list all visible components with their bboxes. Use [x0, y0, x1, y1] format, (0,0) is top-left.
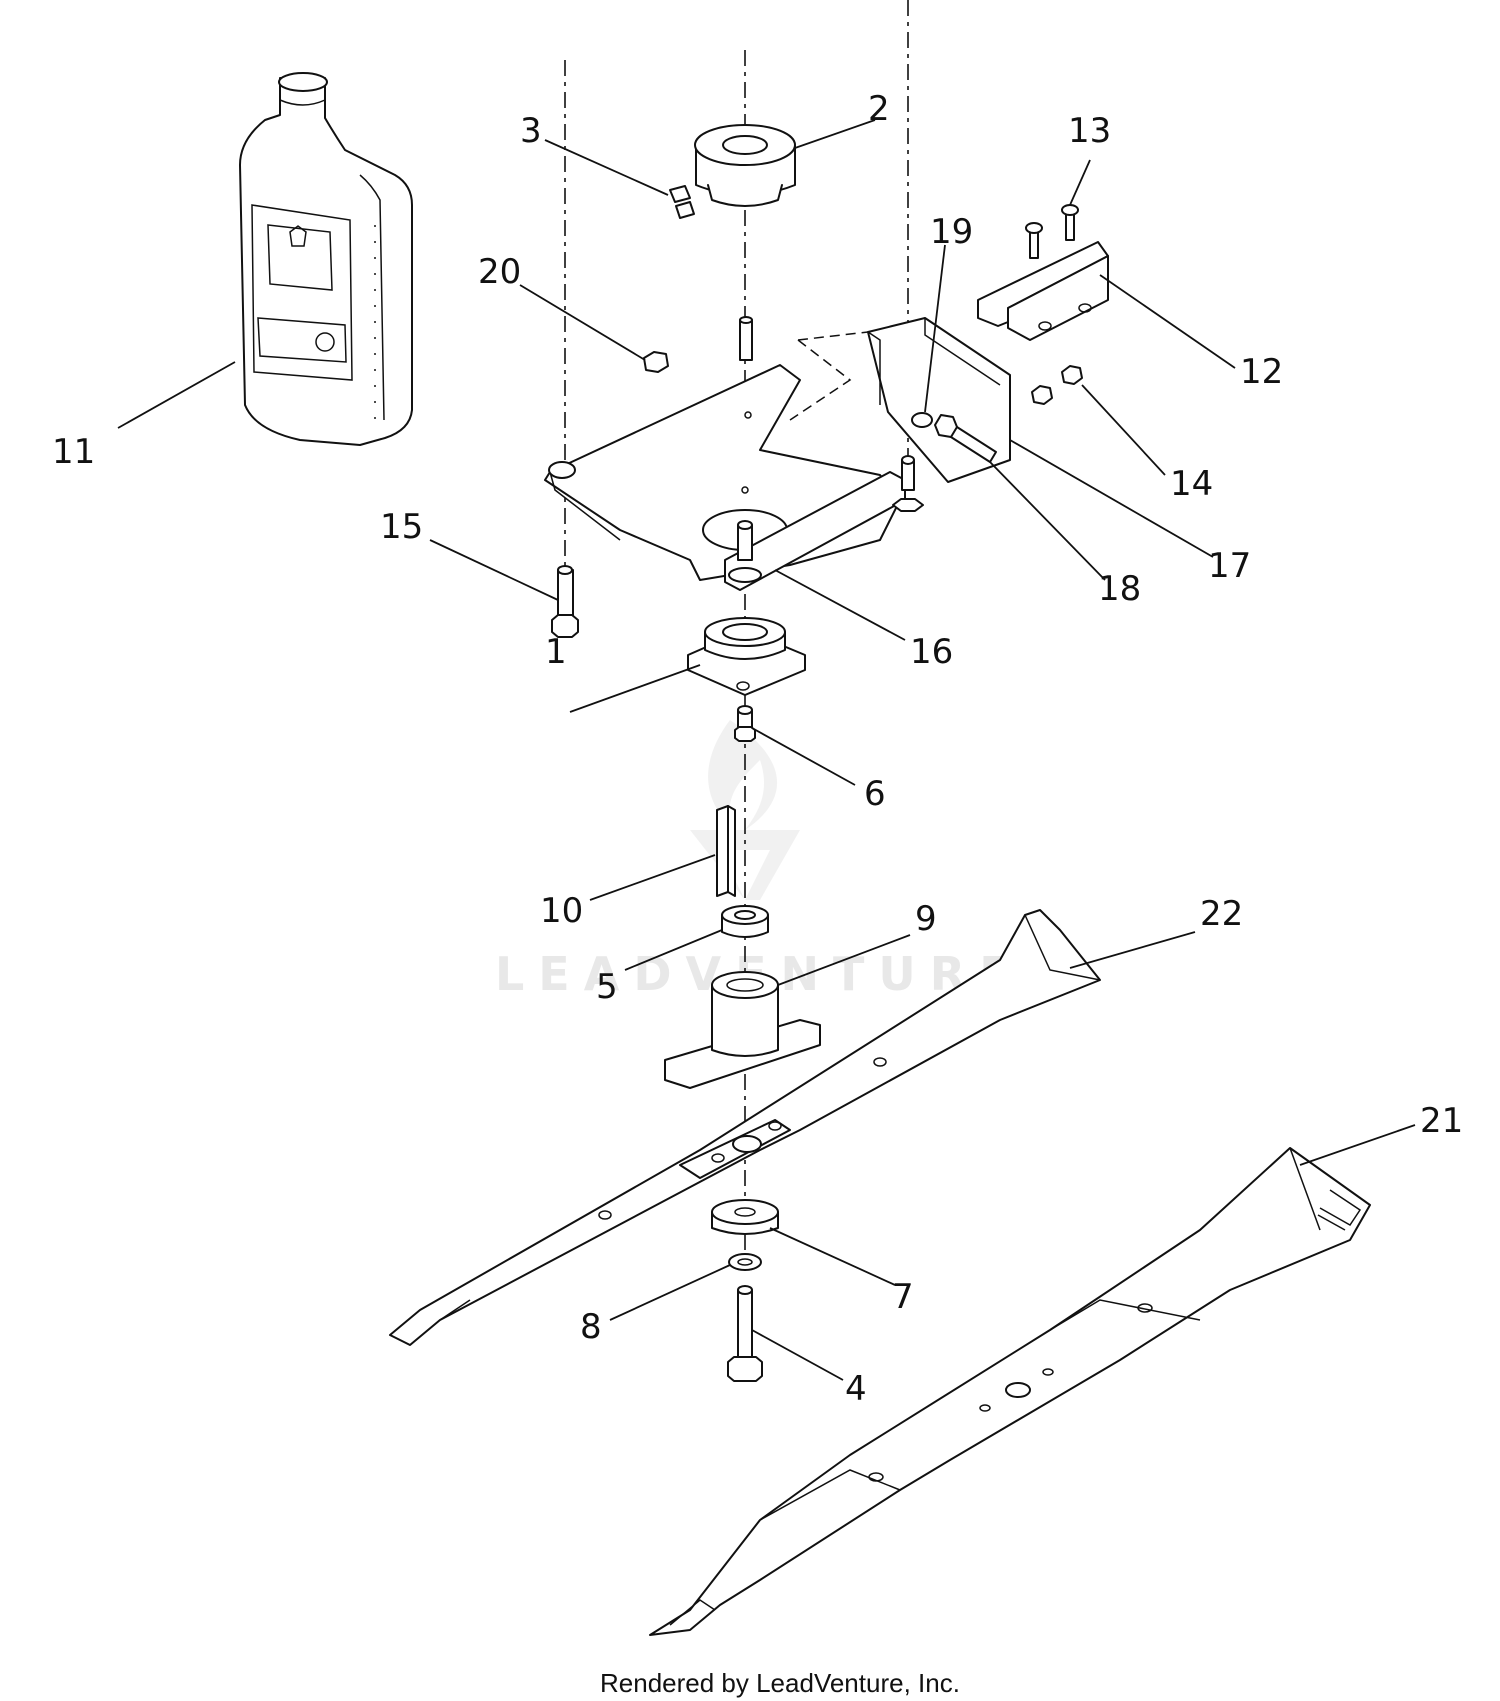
part-15-shoulder-bolt — [551, 565, 579, 638]
callout-17: 17 — [1208, 546, 1251, 586]
callout-16: 16 — [910, 632, 953, 672]
part-19-washer — [911, 412, 933, 428]
leader-lines — [117, 119, 1416, 1381]
callout-20: 20 — [478, 252, 521, 292]
callout-10: 10 — [540, 891, 583, 931]
part-12-bracket — [977, 241, 1109, 341]
callout-21: 21 — [1420, 1101, 1463, 1141]
callout-11: 11 — [52, 432, 95, 472]
callout-5: 5 — [596, 967, 618, 1007]
callouts: 1 2 3 4 5 6 7 8 9 10 11 12 13 14 15 16 1… — [52, 89, 1463, 1409]
callout-8: 8 — [580, 1307, 602, 1347]
part-18-bolt — [934, 414, 997, 463]
part-6-fitting — [734, 705, 756, 742]
part-20-nut — [643, 351, 669, 373]
part-9-blade-adapter — [664, 971, 821, 1089]
callout-7: 7 — [892, 1277, 914, 1317]
callout-18: 18 — [1098, 569, 1141, 609]
part-8-lock-washer — [728, 1253, 762, 1271]
callout-19: 19 — [930, 212, 973, 252]
callout-9: 9 — [915, 899, 937, 939]
part-3-grease-fitting — [669, 185, 695, 219]
callout-12: 12 — [1240, 352, 1283, 392]
part-2-spindle-cap — [694, 124, 796, 207]
part-13-screws — [1025, 204, 1079, 259]
part-22-blade — [389, 909, 1101, 1346]
part-10-key — [716, 805, 736, 897]
callout-6: 6 — [864, 774, 886, 814]
callout-14: 14 — [1170, 464, 1213, 504]
mower-deck-plate — [544, 316, 901, 581]
part-7-washer — [711, 1199, 779, 1235]
footer-credit: Rendered by LeadVenture, Inc. — [600, 1668, 960, 1698]
callout-15: 15 — [380, 507, 423, 547]
part-1-spindle-housing — [687, 617, 806, 696]
part-16-idler-arm — [724, 455, 924, 591]
callout-22: 22 — [1200, 894, 1243, 934]
callout-2: 2 — [868, 89, 890, 129]
part-5-spacer — [721, 905, 769, 938]
callout-3: 3 — [520, 111, 542, 151]
callout-13: 13 — [1068, 111, 1111, 151]
callout-1: 1 — [545, 632, 567, 672]
part-14-nuts — [1031, 365, 1083, 405]
part-11-oil-bottle — [239, 72, 413, 446]
part-4-bolt — [727, 1285, 763, 1382]
callout-4: 4 — [845, 1369, 867, 1409]
part-17-belt-shield — [789, 317, 1011, 483]
part-21-blade — [649, 1147, 1371, 1636]
